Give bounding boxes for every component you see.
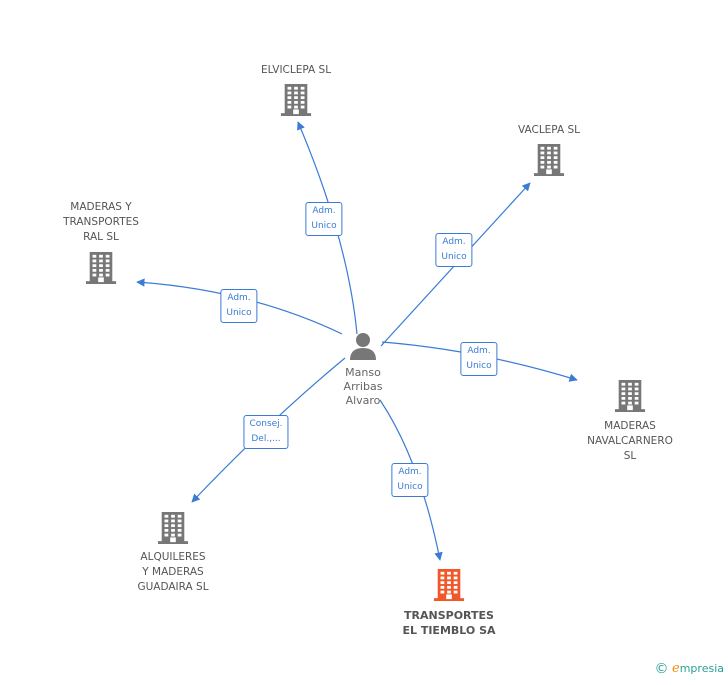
relation-label-vaclepa[interactable]: Adm. Unico (435, 233, 473, 267)
company-label-vaclepa[interactable]: VACLEPA SL (517, 124, 581, 136)
company-label-maderas-transportes[interactable]: MADERAS Y TRANSPORTES RAL SL (63, 201, 139, 243)
empresia-logo: © empresia (655, 661, 724, 677)
relation-label-maderas-navalcarnero[interactable]: Adm. Unico (460, 342, 498, 376)
company-label-transportes-tiemblo[interactable]: TRANSPORTES EL TIEMBLO SA (402, 609, 496, 637)
copyright-symbol: © (654, 661, 669, 677)
building-icon[interactable] (533, 144, 565, 180)
building-icon[interactable] (280, 84, 312, 120)
brand-rest: mpresia (679, 662, 724, 675)
relation-label-maderas-transportes[interactable]: Adm. Unico (220, 289, 258, 323)
company-label-maderas-navalcarnero[interactable]: MADERAS NAVALCARNERO SL (587, 420, 673, 462)
company-label-alquileres-maderas[interactable]: ALQUILERES Y MADERAS GUADAIRA SL (137, 551, 209, 593)
building-icon[interactable] (614, 380, 646, 416)
relation-label-alquileres-maderas[interactable]: Consej. Del.,... (243, 415, 289, 449)
building-icon[interactable] (85, 252, 117, 288)
person-label[interactable]: Manso Arribas Alvaro (343, 366, 383, 407)
relation-label-transportes-tiemblo[interactable]: Adm. Unico (391, 463, 429, 497)
person-icon[interactable] (349, 332, 377, 364)
edge-vaclepa (380, 182, 531, 347)
company-label-elviclepa[interactable]: ELVICLEPA SL (260, 64, 332, 76)
building-icon[interactable] (433, 569, 465, 605)
relation-label-elviclepa[interactable]: Adm. Unico (305, 202, 343, 236)
brand-initial: e (672, 661, 680, 676)
building-icon[interactable] (157, 512, 189, 548)
